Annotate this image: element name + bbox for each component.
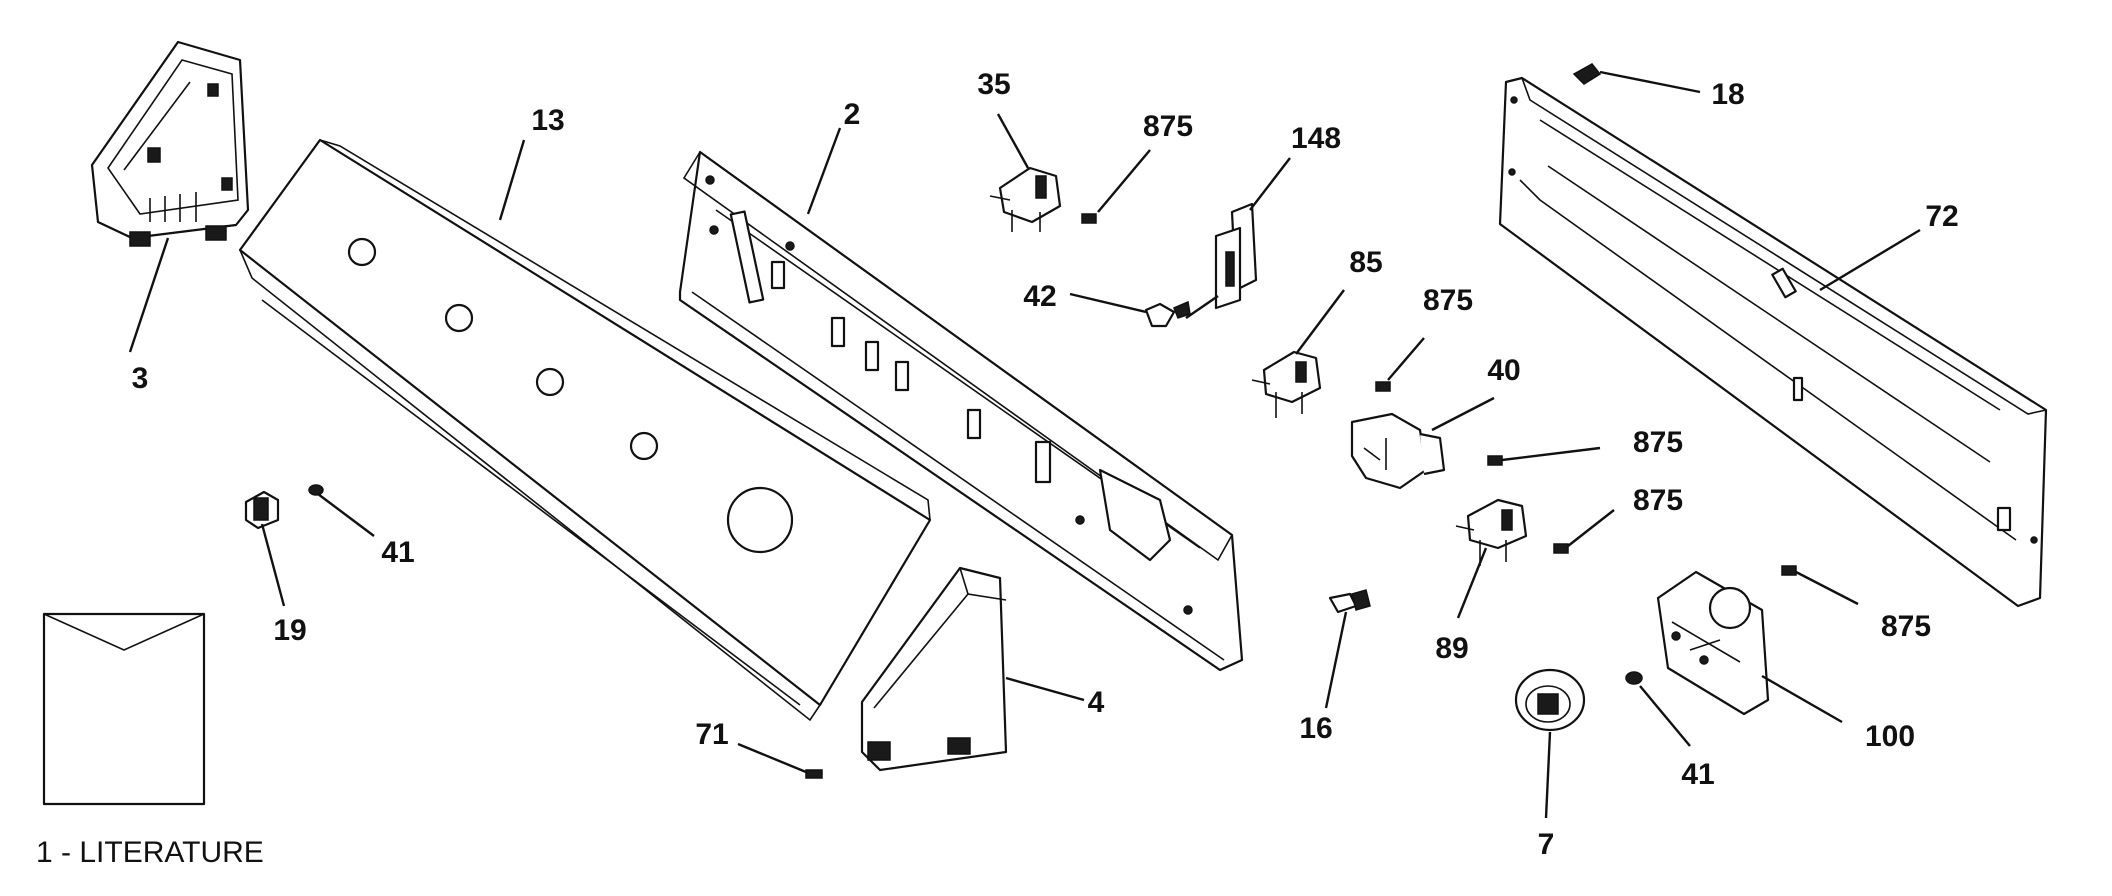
- part-72-back-panel: [1498, 76, 2048, 608]
- callout-875-a: 875: [1143, 110, 1193, 143]
- leader-lines: [128, 70, 1921, 819]
- part-3-left-endcap: [90, 40, 250, 247]
- part-40-switch: [1350, 412, 1446, 490]
- part-875-screw-d: [1553, 543, 1569, 554]
- callout-4: 4: [1088, 686, 1105, 719]
- part-1-literature-envelope: [42, 612, 206, 806]
- callout-35: 35: [977, 68, 1010, 101]
- callout-16: 16: [1299, 712, 1332, 745]
- callout-3: 3: [132, 362, 149, 395]
- part-875-screw-a: [1081, 213, 1097, 224]
- callout-41-left: 41: [381, 536, 414, 569]
- part-18-screw: [1572, 63, 1602, 85]
- part-7-knob: [1514, 668, 1586, 732]
- callout-13: 13: [531, 104, 564, 137]
- callout-18: 18: [1711, 78, 1744, 111]
- callout-100: 100: [1865, 720, 1915, 753]
- part-875-screw-e: [1781, 565, 1797, 576]
- part-148-bracket: [1214, 202, 1258, 310]
- callout-875-e: 875: [1881, 610, 1931, 643]
- callout-42: 42: [1023, 280, 1056, 313]
- literature-label: 1 - LITERATURE: [36, 836, 264, 869]
- callout-875-b: 875: [1423, 284, 1473, 317]
- part-4-right-endcap: [860, 566, 1008, 772]
- callout-40: 40: [1487, 354, 1520, 387]
- callout-148: 148: [1291, 122, 1341, 155]
- callout-71: 71: [695, 718, 728, 751]
- callout-875-c: 875: [1633, 426, 1683, 459]
- callout-7: 7: [1538, 828, 1555, 861]
- part-71-screw: [805, 769, 823, 779]
- part-875-screw-b: [1375, 381, 1391, 392]
- callout-41-right: 41: [1681, 758, 1714, 791]
- part-2-backsplash-frame: [678, 150, 1244, 672]
- part-89-switch: [1455, 498, 1528, 566]
- part-85-switch: [1251, 350, 1322, 418]
- callout-2: 2: [844, 98, 861, 131]
- callout-85: 85: [1349, 246, 1382, 279]
- part-41-clip-right: [1625, 671, 1643, 685]
- part-42-screw: [1144, 300, 1191, 328]
- part-13-control-panel: [238, 138, 932, 722]
- part-875-screw-c: [1487, 455, 1503, 466]
- callout-19: 19: [273, 614, 306, 647]
- part-35-switch: [989, 166, 1062, 232]
- callout-72: 72: [1925, 200, 1958, 233]
- callout-875-d: 875: [1633, 484, 1683, 517]
- callout-89: 89: [1435, 632, 1468, 665]
- part-19-knob: [244, 490, 280, 530]
- part-41-clip-left: [308, 484, 324, 496]
- part-16-key: [1328, 589, 1371, 614]
- part-100-timer: [1656, 570, 1770, 716]
